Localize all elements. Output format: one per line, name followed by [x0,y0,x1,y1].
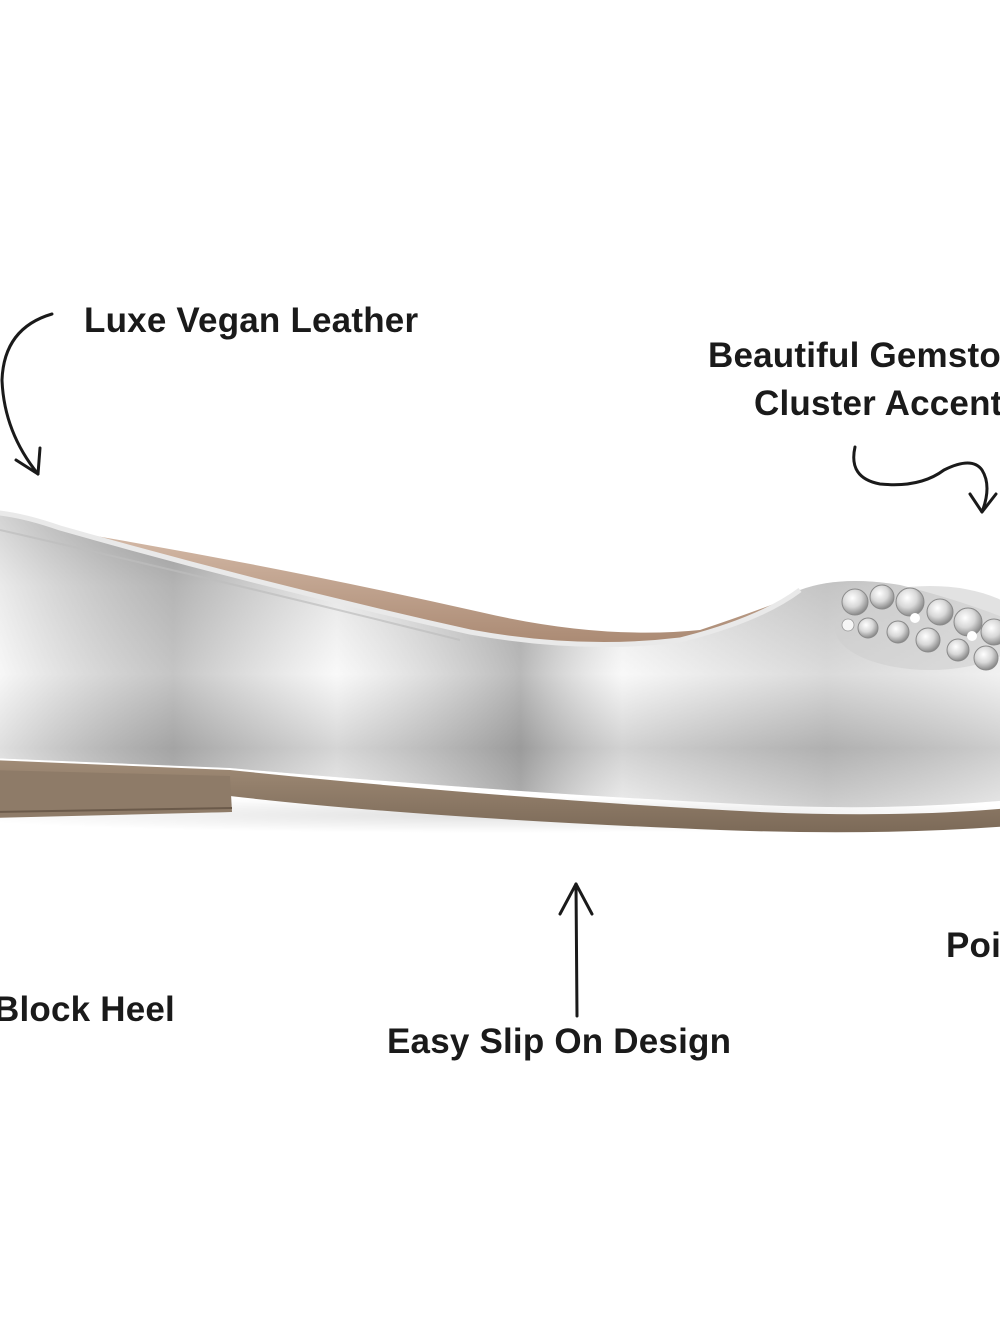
heel-block [0,770,232,818]
callout-gemstone-line2: Cluster Accent [754,384,1000,423]
callout-easy-slip-on: Easy Slip On Design [387,1022,732,1061]
up-arrow-icon [558,882,594,1018]
gemstone-cluster [835,584,1000,671]
heel-edge [0,807,233,813]
squiggle-arrow-icon [852,445,998,514]
curved-arrow-icon [0,312,54,476]
callout-block-heel: Block Heel [0,990,175,1029]
callout-pointed-toe: Pointed Toe [946,926,1000,965]
callout-gemstone-line1: Beautiful Gemstone [708,336,1000,375]
callout-luxe-vegan-leather: Luxe Vegan Leather [84,301,419,340]
topline-shadow [0,529,461,641]
shoe-sole [0,760,1000,833]
topline-binding [0,510,802,647]
upper-metallic-sheen [0,512,1000,808]
